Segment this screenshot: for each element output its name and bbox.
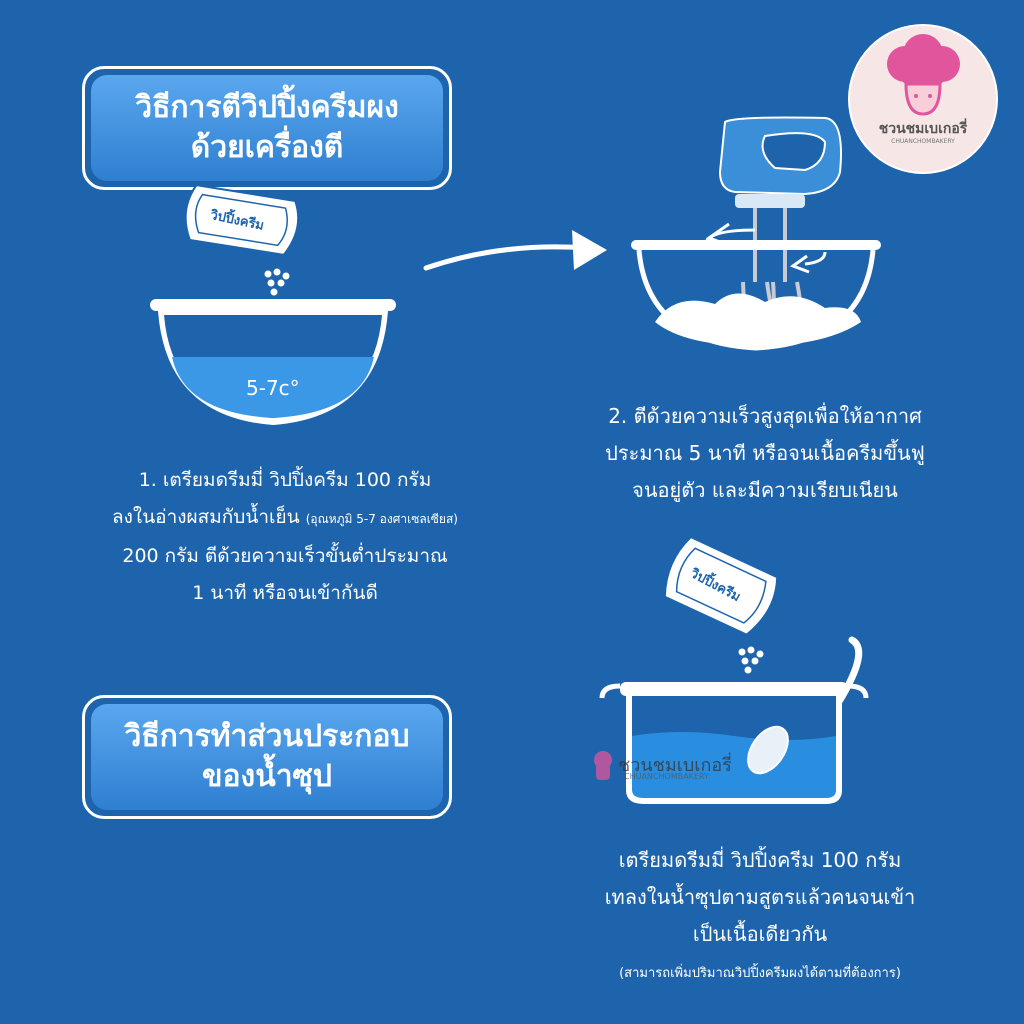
watermark-name: ชวนชมเบเกอรี่ bbox=[618, 755, 732, 776]
logo-sub: CHUANCHOMBAKERY bbox=[891, 138, 955, 145]
whip-method-title-line1: วิธีการตีวิปปิ้งครีมผง bbox=[135, 90, 399, 125]
step1-line2-main: ลงในอ่างผสมกับน้ำเย็น bbox=[112, 506, 300, 528]
soup-method-title: วิธีการทำส่วนประกอบ ของน้ำซุป bbox=[82, 695, 452, 819]
step3-line3: เป็นเนื้อเดียวกัน bbox=[692, 922, 828, 946]
bowl-temperature-label: 5-7c° bbox=[246, 376, 300, 400]
step3-note: (สามารถเพิ่มปริมาณวิปปิ้งครีมผงได้ตามที่… bbox=[619, 966, 901, 981]
step2-line3: จนอยู่ตัว และมีความเรียบเนียน bbox=[632, 478, 898, 502]
step3-line1: เตรียมดรีมมี่ วิปปิ้งครีม 100 กรัม bbox=[618, 848, 902, 872]
watermark-logo: ชวนชมเบเกอรี่ CHUANCHOMBAKERY bbox=[590, 748, 790, 788]
step2-line1: 2. ตีด้วยความเร็วสูงสุดเพื่อให้อากาศ bbox=[608, 404, 922, 428]
hand-mixer-icon bbox=[631, 116, 881, 351]
step3-text: เตรียมดรีมมี่ วิปปิ้งครีม 100 กรัม เทลงใ… bbox=[560, 842, 960, 953]
powder-dots bbox=[738, 646, 764, 674]
logo-name: ชวนชมเบเกอรี่ bbox=[878, 121, 968, 137]
powder-bag-icon: วิปปิ้งครีม bbox=[663, 535, 779, 636]
chef-hat-logo-icon bbox=[887, 34, 960, 116]
soup-method-title-line1: วิธีการทำส่วนประกอบ bbox=[124, 719, 410, 754]
step1-line4: 1 นาที หรือจนเข้ากันดี bbox=[192, 582, 378, 604]
powder-bag-icon: วิปปิ้งครีม bbox=[184, 184, 300, 256]
step1-line1: 1. เตรียมดรีมมี่ วิปปิ้งครีม 100 กรัม bbox=[138, 469, 432, 491]
soup-method-title-line2: ของน้ำซุป bbox=[202, 759, 332, 794]
step1-line2: ลงในอ่างผสมกับน้ำเย็น (อุณหภูมิ 5-7 องศา… bbox=[60, 499, 510, 538]
chef-hat-logo-icon bbox=[594, 751, 612, 780]
arrow-icon bbox=[423, 230, 607, 271]
step2-line2: ประมาณ 5 นาที หรือจนเนื้อครีมขึ้นฟู bbox=[605, 441, 925, 465]
step3-line2: เทลงในน้ำซุปตามสูตรแล้วคนจนเข้า bbox=[604, 885, 916, 909]
step1-text: 1. เตรียมดรีมมี่ วิปปิ้งครีม 100 กรัม ลง… bbox=[60, 462, 510, 612]
step1-line3: 200 กรัม ตีด้วยความเร็วขั้นต่ำประมาณ bbox=[122, 545, 448, 567]
pot-icon bbox=[599, 636, 869, 804]
whip-method-title-line2: ด้วยเครื่องตี bbox=[190, 130, 344, 165]
brand-logo: ชวนชมเบเกอรี่ CHUANCHOMBAKERY bbox=[848, 24, 998, 174]
mixing-bowl-icon: 5-7c° bbox=[150, 299, 396, 426]
step2-text: 2. ตีด้วยความเร็วสูงสุดเพื่อให้อากาศ ประ… bbox=[555, 398, 975, 509]
step1-line2-note: (อุณหภูมิ 5-7 องศาเซลเซียส) bbox=[305, 512, 458, 526]
powder-dots bbox=[264, 268, 290, 296]
whip-method-title: วิธีการตีวิปปิ้งครีมผง ด้วยเครื่องตี bbox=[82, 66, 452, 190]
watermark-sub: CHUANCHOMBAKERY bbox=[624, 772, 709, 781]
